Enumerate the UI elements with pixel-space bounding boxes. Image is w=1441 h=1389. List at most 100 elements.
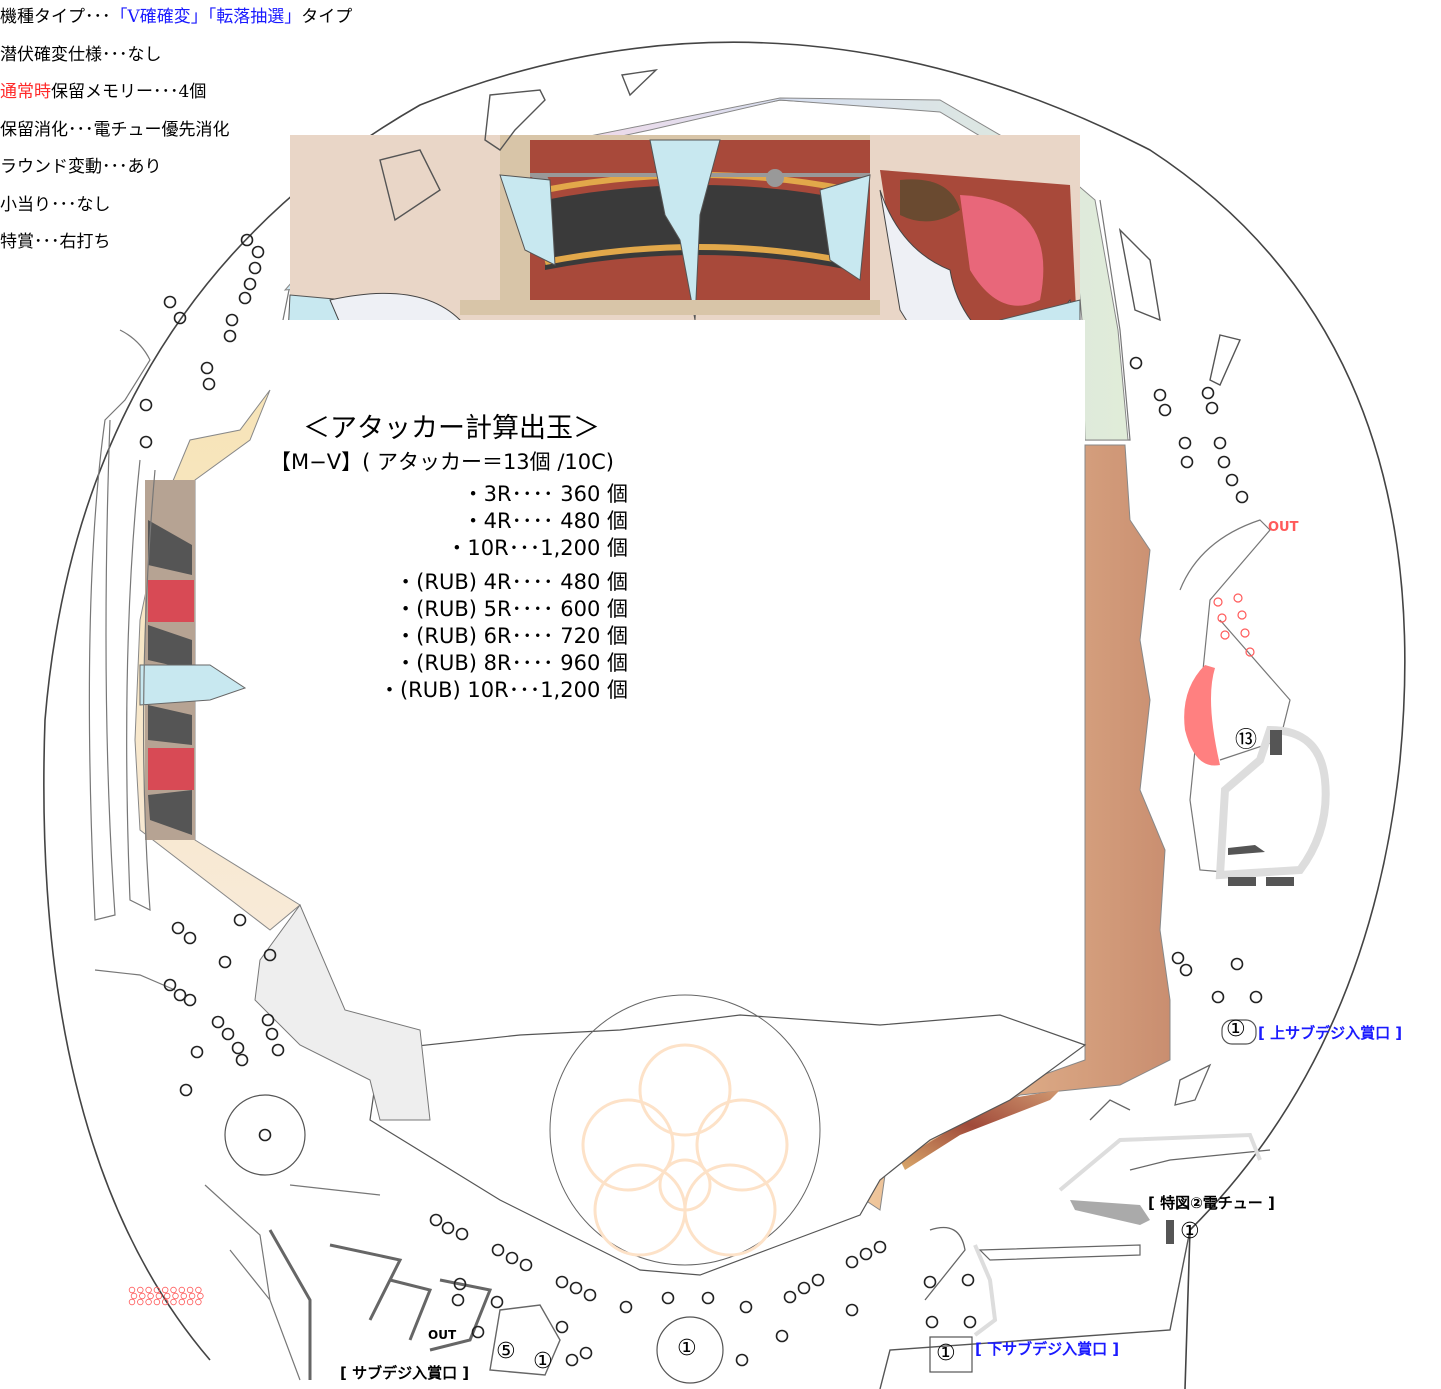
nail-pin: [221, 1027, 235, 1041]
left-ramp: [254, 903, 431, 1121]
calc-row: ・10R･･･1,200 個: [446, 536, 628, 560]
nail-pin: [845, 1255, 859, 1269]
calc-row: ・(RUB) 8R････ 960 個: [395, 651, 628, 675]
ball: [197, 1292, 204, 1300]
lower-sub-count: ①: [936, 1341, 956, 1366]
nail-pin: [179, 1083, 193, 1097]
nail-pin: [619, 1300, 633, 1314]
nail-pin: [171, 921, 185, 935]
nail-pin: [1230, 957, 1244, 971]
attacker-count: ⑬: [1235, 728, 1258, 753]
nail-pin: [1153, 388, 1167, 402]
nail-pin: [569, 1281, 583, 1295]
nail-pin: [251, 245, 265, 259]
ball: [180, 1292, 187, 1300]
nail-pin: [139, 435, 153, 449]
spec-text: 特賞･･･右打ち: [0, 232, 111, 252]
board-outline: [43, 41, 1406, 1389]
calc-row: ・(RUB) 6R････ 720 個: [395, 624, 628, 648]
nail-pin: [845, 1303, 859, 1317]
nail-pin: [271, 1043, 285, 1057]
nail-pin: [519, 1258, 533, 1272]
nail-pins: [139, 233, 1263, 1367]
center-start-pocket: [656, 1316, 724, 1384]
nail-pin: [451, 1293, 465, 1307]
nail-pin: [225, 313, 239, 327]
calc-title: ＜アタッカー計算出玉＞: [303, 413, 600, 444]
calc-row: ・(RUB) 4R････ 480 個: [395, 570, 628, 594]
spec-line: 小当り･･･なし: [0, 190, 111, 215]
nail-pin: [1205, 401, 1219, 415]
nail-pin: [490, 1295, 504, 1309]
nail-pin: [1217, 455, 1231, 469]
nail-pin: [243, 277, 257, 291]
spec-text: 「V確確変」「転落抽選」: [110, 7, 302, 27]
nail-pin: [661, 1291, 675, 1305]
ball: [186, 1286, 194, 1294]
calc-row: ・(RUB) 10R･･･1,200 個: [378, 678, 628, 702]
nail-pin: [218, 955, 232, 969]
spec-line: 潜伏確変仕様･･･なし: [0, 40, 162, 65]
left-one-count: ①: [533, 1349, 553, 1374]
nail-pin: [1225, 473, 1239, 487]
nail-pin: [859, 1247, 873, 1261]
spec-text: 保留メモリー･･･4個: [51, 82, 207, 102]
nail-pin: [211, 1015, 225, 1029]
spec-line: 通常時保留メモリー･･･4個: [0, 77, 206, 102]
nail-pin: [579, 1346, 593, 1360]
nail-pin: [775, 1329, 789, 1343]
nail-pin: [1171, 951, 1185, 965]
nail-pin: [735, 1353, 749, 1367]
ball-cluster: [128, 1286, 204, 1306]
nail-pin: [261, 1013, 275, 1027]
nail-pin: [811, 1273, 825, 1287]
nail-pin: [173, 311, 187, 325]
lcd-area: [195, 320, 1085, 1040]
ball: [188, 1292, 196, 1300]
nail-pin: [873, 1240, 887, 1254]
ball: [128, 1298, 136, 1306]
nail-pin: [173, 988, 187, 1002]
calc-row: ・4R････ 480 個: [462, 509, 628, 533]
nail-pin: [1249, 990, 1263, 1004]
ball: [172, 1292, 179, 1300]
nail-pin: [455, 1227, 469, 1241]
nail-pin: [963, 1315, 977, 1329]
sub-digit-label: [ サブデジ入賞口 ]: [340, 1364, 470, 1382]
nail-pin: [190, 1045, 204, 1059]
nail-pin: [583, 1288, 597, 1302]
nail-pin: [923, 1275, 937, 1289]
ball: [195, 1298, 202, 1306]
nail-pin: [491, 1243, 505, 1257]
denchu-label: [ 特図②電チュー ]: [1148, 1194, 1275, 1212]
ball: [139, 1292, 146, 1300]
ball: [153, 1286, 161, 1294]
calc-row: ・(RUB) 5R････ 600 個: [395, 597, 628, 621]
nail-pin: [471, 1325, 485, 1339]
nail-pin: [783, 1290, 797, 1304]
nail-pin: [248, 261, 262, 275]
spec-text: 保留消化･･･電チュー優先消化: [0, 119, 230, 140]
spec-text: 潜伏確変仕様･･･なし: [0, 44, 162, 65]
denchu-count: ①: [1180, 1219, 1200, 1244]
nail-pin: [235, 1053, 249, 1067]
nail-pin: [739, 1300, 753, 1314]
center-pocket-count: ①: [677, 1336, 697, 1361]
ball: [145, 1298, 152, 1306]
lower-sub-label: [ 下サブデジ入賞口 ]: [975, 1340, 1120, 1358]
red-pocket: [1184, 665, 1220, 766]
nail-pin: [183, 931, 197, 945]
spec-text: タイプ: [301, 7, 353, 27]
nail-pin: [1180, 455, 1194, 469]
nail-pin: [505, 1251, 519, 1265]
nail-pin: [565, 1353, 579, 1367]
nail-pin: [453, 1277, 467, 1291]
calc-subtitle: 【M−V】( アタッカー＝13個 /10C): [270, 450, 614, 474]
calc-row: ・3R････ 360 個: [462, 482, 628, 506]
nail-pin: [1158, 403, 1172, 417]
nail-pin: [238, 291, 252, 305]
ball: [153, 1298, 161, 1306]
ball: [155, 1292, 163, 1300]
spec-text: 小当り･･･なし: [0, 194, 111, 215]
